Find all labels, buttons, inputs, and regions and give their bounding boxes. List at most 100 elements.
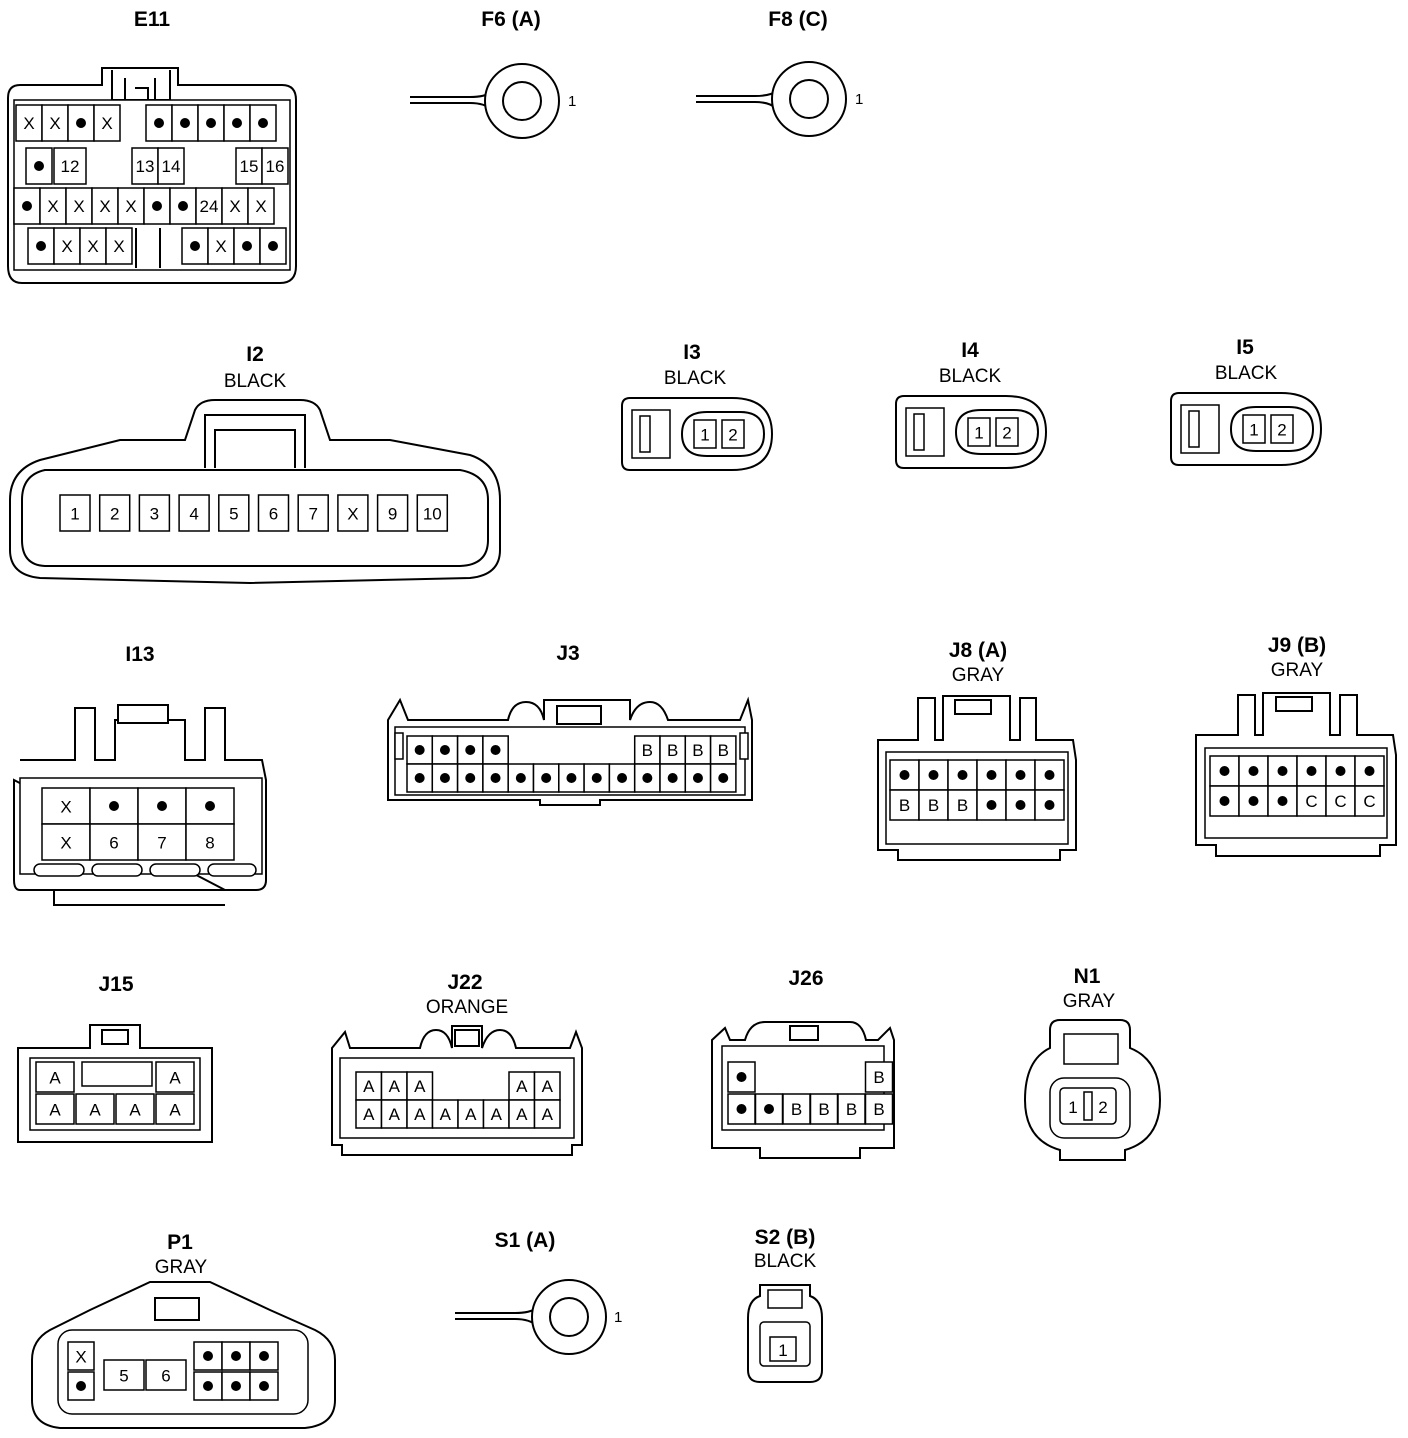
connector-i13-pin-r1c4-dot xyxy=(205,801,215,811)
connector-j8-pin-r2c3-frame xyxy=(947,789,978,821)
connector-i2-pin-5: 5 xyxy=(229,504,238,523)
connector-e11-pin-r4c4: X xyxy=(113,237,124,256)
connector-j8-pin-r2c2-frame xyxy=(918,789,949,821)
connector-i13-pin-r1c2-dot xyxy=(109,801,119,811)
connector-e11-pin-r3c6-dot xyxy=(152,201,162,211)
connector-i2-pin-6: 6 xyxy=(269,504,278,523)
connector-e11-pin-r4c2: X xyxy=(61,237,72,256)
connector-f6: F6 (A) 1 xyxy=(410,8,576,139)
connector-i2-pin-3-frame xyxy=(138,494,171,532)
connector-j3-pin-r2c10-dot xyxy=(642,773,653,783)
connector-p1-left-pin-r1c1: X xyxy=(75,1347,86,1366)
connector-j8-pin-r1c4-dot xyxy=(986,770,997,780)
connector-s1: S1 (A) 1 xyxy=(455,1229,622,1355)
connector-n1-title: N1 xyxy=(1074,965,1101,988)
connector-j22-pin-r1c7-frame xyxy=(508,1071,536,1101)
connector-i2-pin-2-frame xyxy=(98,494,131,532)
connector-j15-center-block xyxy=(81,1061,153,1087)
connector-s2-title: S2 (B) xyxy=(755,1226,816,1249)
connector-i2-pin-3: 3 xyxy=(150,504,159,523)
connector-e11-pin-r2c4-frame xyxy=(131,147,159,185)
connector-j15-pin-r2c3: A xyxy=(129,1100,141,1119)
connector-i13-pin-r2c1: X xyxy=(60,833,71,852)
connector-e11-pin-r1c4: X xyxy=(101,114,112,133)
connector-j22-pin-r1c3-frame xyxy=(406,1071,434,1101)
connector-s2-pin-1: 1 xyxy=(778,1341,787,1360)
connector-j9-pin-r1c3-dot xyxy=(1277,766,1288,776)
connector-s1-wire xyxy=(455,1307,538,1327)
connector-i13-pin-r2c2-frame xyxy=(89,823,139,861)
connector-s2-latch xyxy=(767,1289,803,1309)
connector-f8-pin: 1 xyxy=(855,91,863,108)
connector-j22-pin-r1c1: A xyxy=(363,1077,375,1096)
connector-i4-lock-inner xyxy=(913,413,925,451)
connector-i13-slot-2 xyxy=(91,863,143,877)
connector-i2-pin-9: 9 xyxy=(388,504,397,523)
connector-e11-pin-r2c7-frame xyxy=(235,147,263,185)
connector-j9-pin-r2c4: C xyxy=(1305,792,1317,811)
connector-j3-pin-r2c13-dot xyxy=(718,773,729,783)
connector-i13-pin-r2c3-frame xyxy=(137,823,187,861)
connector-j8-latch xyxy=(954,699,992,715)
connector-i2-pin-6-frame xyxy=(257,494,290,532)
connector-j3-pin-r2c3-dot xyxy=(465,773,476,783)
connector-i2-pin-7: 7 xyxy=(308,504,317,523)
connector-e11-pin-r1c7-dot xyxy=(206,118,216,128)
connector-j22-pin-r1c8: A xyxy=(542,1077,554,1096)
connector-j22-pin-r1c7: A xyxy=(516,1077,528,1096)
connector-i5-pin-1: 1 xyxy=(1249,420,1258,439)
connector-j3-pin-r2c2-dot xyxy=(439,773,450,783)
connector-p1-title: P1 xyxy=(167,1231,193,1254)
connector-e11-pin-r4c3-frame xyxy=(79,227,107,265)
connector-e11-pin-r1c9-dot xyxy=(258,118,268,128)
connector-j3-latch xyxy=(556,705,602,725)
connector-e11-slot xyxy=(135,228,161,268)
connector-i5-pin-2-frame xyxy=(1270,414,1294,444)
connector-e11-pin-r2c7: 15 xyxy=(240,157,259,176)
connector-i3-pin-1: 1 xyxy=(700,425,709,444)
connector-i13-title: I13 xyxy=(125,643,154,666)
connector-p1-right-pin-r1c1-dot xyxy=(203,1351,213,1361)
connector-j9-color: GRAY xyxy=(1271,660,1324,681)
connector-j26-pin-r2c5: B xyxy=(846,1100,857,1119)
connector-j22-pin-r2c8-frame xyxy=(533,1099,561,1129)
connector-j22-color: ORANGE xyxy=(426,997,508,1018)
connector-p1-right-pin-r1c3-dot xyxy=(259,1351,269,1361)
connector-f8-title: F8 (C) xyxy=(768,8,828,31)
connector-i5-cavity xyxy=(1229,406,1315,452)
connector-i2-color: BLACK xyxy=(224,371,287,392)
connector-j15-pin-r1c1-frame xyxy=(35,1061,75,1093)
connector-j15-title: J15 xyxy=(98,973,133,996)
connector-e11-pin-r1c2: X xyxy=(49,114,60,133)
connector-i2-latch xyxy=(204,414,306,468)
connector-f8: F8 (C) 1 xyxy=(696,8,863,137)
connector-j3-pin-r1c3-dot xyxy=(465,745,476,755)
connector-p1-left-pin-r2c1-dot xyxy=(76,1381,86,1391)
connector-e11-pin-r1c6-dot xyxy=(180,118,190,128)
connector-j15-pin-r2c1: A xyxy=(49,1100,61,1119)
connector-i3-pin-1-frame xyxy=(693,419,717,449)
connector-j8-pin-r1c6-dot xyxy=(1044,770,1055,780)
connector-n1-color: GRAY xyxy=(1063,991,1116,1012)
connector-j8-pin-r1c5-dot xyxy=(1015,770,1026,780)
connector-f6-title: F6 (A) xyxy=(481,8,541,31)
connector-p1-left-pin-r2c3-frame xyxy=(145,1359,187,1391)
connector-i4-pin-1: 1 xyxy=(974,423,983,442)
connector-i2-pin-8-frame xyxy=(337,494,369,532)
connector-j22-pin-r2c1: A xyxy=(363,1105,375,1124)
connector-f6-pin: 1 xyxy=(568,93,576,110)
connector-j26-pin-r1c1-dot xyxy=(736,1072,747,1082)
connector-i4-pin-2: 2 xyxy=(1002,423,1011,442)
